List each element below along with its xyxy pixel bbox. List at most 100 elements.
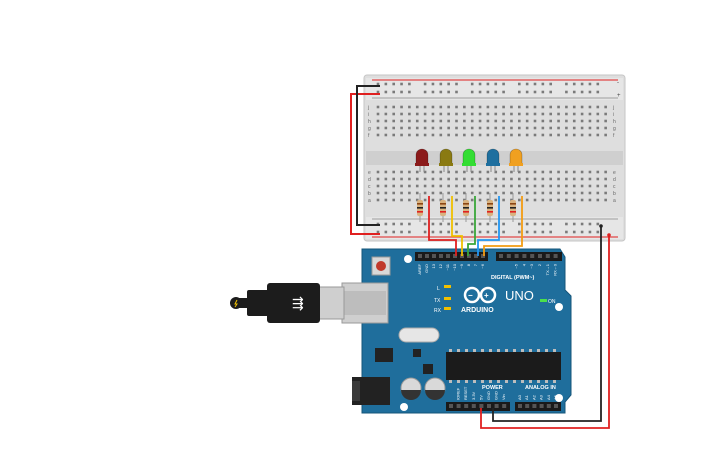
rail-hole (455, 82, 458, 86)
resistor-band (487, 203, 493, 205)
header-pin[interactable] (487, 404, 491, 408)
breadboard-hole (565, 170, 568, 174)
breadboard-hole (486, 126, 490, 130)
breadboard-hole (408, 177, 411, 181)
header-pin[interactable] (525, 404, 530, 408)
breadboard-hole (431, 133, 435, 137)
breadboard-hole (572, 126, 576, 130)
breadboard-hole (580, 198, 584, 202)
breadboard-hole (384, 184, 388, 188)
header-pin[interactable] (530, 254, 535, 258)
leds (415, 148, 523, 172)
row-letter: g (368, 126, 371, 132)
rail-hole (439, 230, 443, 234)
breadboard-hole (510, 126, 513, 130)
breadboard-hole (470, 198, 474, 202)
header-pin[interactable] (499, 254, 503, 258)
power-pin-label: Vin (501, 394, 506, 400)
breadboard-hole (549, 177, 552, 181)
rail-sign-minus: - (617, 80, 619, 86)
row-letter: b (613, 191, 616, 197)
header-pin[interactable] (494, 404, 499, 408)
row-letter: c (613, 184, 616, 190)
breadboard-hole (400, 133, 403, 137)
breadboard-hole (596, 112, 600, 116)
arduino-logo: − + (463, 286, 497, 304)
header-pin[interactable] (418, 254, 422, 258)
header-pin[interactable] (481, 254, 485, 258)
breadboard-hole (400, 119, 403, 123)
header-pin[interactable] (506, 254, 511, 258)
header-pin[interactable] (474, 254, 478, 258)
breadboard-hole (580, 191, 584, 195)
breadboard-hole (423, 198, 427, 202)
breadboard-hole (447, 170, 450, 174)
header-pin[interactable] (432, 254, 436, 258)
row-letter: i (368, 112, 369, 118)
header-pin[interactable] (464, 404, 469, 408)
breadboard-hole (572, 177, 576, 181)
top-power-rail (366, 78, 623, 100)
usb-plug-strain (247, 290, 269, 316)
header-pin[interactable] (502, 404, 507, 408)
digital-pin-label: 4 (521, 263, 526, 266)
breadboard-hole (400, 177, 403, 181)
breadboard-hole (447, 184, 450, 188)
header-pin[interactable] (539, 404, 544, 408)
rail-hole (502, 222, 505, 226)
rail-hole (478, 90, 482, 94)
header-pin[interactable] (538, 254, 542, 258)
header-pin[interactable] (456, 404, 461, 408)
header-pin[interactable] (553, 254, 558, 258)
analog-pin-label: A2 (531, 394, 536, 400)
chip-pin (465, 349, 468, 352)
breadboard-hole (463, 112, 466, 116)
breadboard-hole (408, 198, 411, 202)
breadboard-hole (494, 133, 498, 137)
breadboard-hole (533, 119, 537, 123)
header-pin[interactable] (449, 404, 453, 408)
rail-hole (470, 90, 474, 94)
breadboard-hole (549, 198, 552, 202)
breadboard-hole (470, 105, 474, 109)
small-ic (423, 364, 433, 374)
rail-hole (455, 230, 458, 234)
header-pin[interactable] (453, 254, 457, 258)
header-pin[interactable] (514, 254, 519, 258)
rail-hole (565, 82, 568, 86)
analog-pin-label: A5 (553, 394, 558, 400)
header-pin[interactable] (532, 404, 537, 408)
breadboard-hole (384, 170, 388, 174)
breadboard-hole (431, 119, 435, 123)
breadboard-hole (470, 191, 474, 195)
header-pin[interactable] (546, 404, 551, 408)
chip-pin (553, 380, 556, 383)
digital-pin-label: TX→1 (545, 263, 550, 275)
header-pin[interactable] (554, 404, 558, 408)
mount-hole (555, 303, 563, 311)
header-pin[interactable] (518, 404, 522, 408)
reset-button-cap[interactable] (376, 261, 386, 271)
breadboard-hole (572, 184, 576, 188)
header-pin[interactable] (522, 254, 527, 258)
breadboard-hole (541, 112, 545, 116)
header-pin[interactable] (479, 404, 484, 408)
breadboard-hole (525, 177, 529, 181)
header-pin[interactable] (545, 254, 550, 258)
rail-hole (525, 230, 529, 234)
rail-hole (486, 90, 490, 94)
header-pin[interactable] (446, 254, 450, 258)
header-pin[interactable] (439, 254, 443, 258)
breadboard-hole (604, 198, 607, 202)
rail-hole (486, 222, 490, 226)
rail-hole (525, 82, 529, 86)
breadboard-hole (408, 105, 411, 109)
breadboard-hole (478, 177, 482, 181)
header-pin[interactable] (425, 254, 429, 258)
breadboard-hole (502, 170, 505, 174)
header-pin[interactable] (467, 254, 471, 258)
header-pin[interactable] (471, 404, 476, 408)
breadboard-hole (565, 133, 568, 137)
breadboard-hole (384, 191, 388, 195)
